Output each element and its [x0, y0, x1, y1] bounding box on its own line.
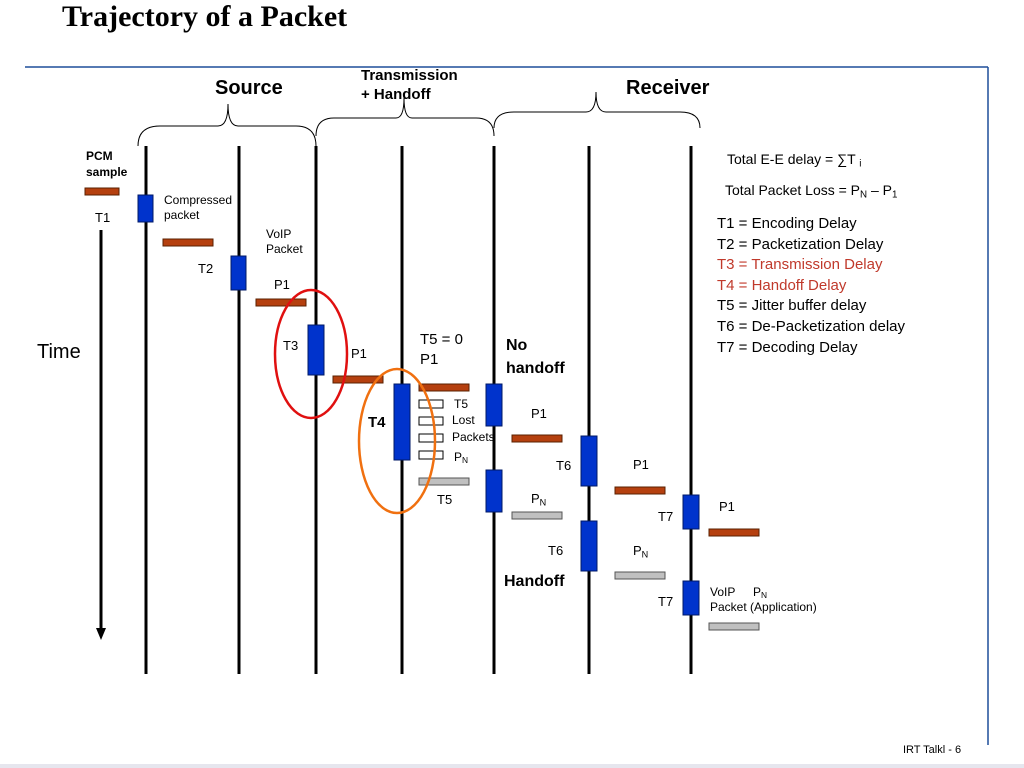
pcm-label-line2: sample	[86, 165, 128, 179]
lost-packet-3	[418, 433, 444, 443]
total-loss-formula: Total Packet Loss = PN – P1	[725, 182, 898, 201]
pn-label-b: PN	[531, 491, 547, 508]
jitter-buffer-box-b	[485, 469, 503, 513]
p1-label-b: P1	[351, 346, 367, 361]
depacketizer-box-a	[580, 435, 598, 487]
t5-zero-label: T5 = 0	[420, 331, 463, 348]
pn-label-c: PN	[633, 543, 649, 560]
voip-label-line2: Packet	[266, 242, 303, 256]
buffered-packet-pn	[511, 511, 563, 520]
packets-label: Packets	[452, 430, 495, 444]
no-handoff-label-line1: No	[506, 337, 528, 354]
encoder-box	[137, 194, 154, 223]
t7-label-b: T7	[658, 594, 674, 609]
depacketizer-box-b	[580, 520, 598, 572]
t3-label: T3	[283, 338, 299, 353]
decoder-box-a	[682, 494, 700, 530]
legend-t1: T1 = Encoding Delay	[717, 215, 857, 232]
source-header: Source	[215, 77, 283, 99]
handoff-label: Handoff	[504, 573, 565, 590]
legend-t6: T6 = De-Packetization delay	[717, 318, 906, 335]
pcm-sample-packet	[84, 187, 120, 196]
decoded-p1	[708, 528, 760, 537]
voip-app-label-line1: VoIP	[710, 585, 736, 599]
t5-label-a: T5	[454, 397, 469, 411]
pn-label-d: PN	[753, 585, 768, 601]
lost-label: Lost	[452, 413, 475, 427]
compressed-label-line2: packet	[164, 208, 200, 222]
transmission-header-line2: + Handoff	[361, 86, 431, 103]
depacketized-pn	[614, 571, 666, 580]
compressed-packet	[162, 238, 214, 247]
voip-label-line1: VoIP	[266, 227, 292, 241]
pcm-label-line1: PCM	[86, 149, 113, 163]
p1-label-d: P1	[531, 406, 547, 421]
legend-t5: T5 = Jitter buffer delay	[717, 297, 867, 314]
t4-label: T4	[368, 414, 386, 431]
t1-label: T1	[95, 210, 111, 225]
p1-label-e: P1	[633, 457, 649, 472]
transmit-box	[307, 324, 325, 376]
depacketized-p1	[614, 486, 666, 495]
t5-label-b: T5	[437, 492, 453, 507]
decoded-pn	[708, 622, 760, 631]
lost-packet-2	[418, 416, 444, 426]
lost-packet-4	[418, 450, 444, 460]
t2-label: T2	[198, 261, 214, 276]
t7-label-a: T7	[658, 509, 674, 524]
handoff-packet-pn	[418, 477, 470, 486]
voip-app-label-line2: Packet (Application)	[710, 600, 817, 614]
p1-label-f: P1	[719, 499, 735, 514]
voip-packet-p1	[255, 298, 307, 307]
transmission-delay-ellipse	[273, 288, 349, 420]
transmission-header-line1: Transmission	[361, 67, 458, 84]
p1-label-a: P1	[274, 277, 290, 292]
legend-t4: T4 = Handoff Delay	[717, 277, 847, 294]
pn-label-a: PN	[454, 450, 469, 466]
time-axis-label: Time	[37, 341, 81, 363]
receiver-header: Receiver	[626, 77, 710, 99]
t6-label-b: T6	[548, 543, 564, 558]
no-handoff-label-line2: handoff	[506, 360, 565, 377]
compressed-label-line1: Compressed	[164, 193, 233, 207]
jitter-buffer-box-a	[485, 383, 503, 427]
transmitted-packet-p1	[332, 375, 384, 384]
receiver-brace	[493, 91, 701, 129]
total-delay-formula: Total E-E delay = ∑T i	[727, 151, 862, 170]
legend-t3: T3 = Transmission Delay	[717, 256, 883, 273]
decoder-box-b	[682, 580, 700, 616]
legend-t7: T7 = Decoding Delay	[717, 339, 858, 356]
no-handoff-packet-p1	[418, 383, 470, 392]
transmission-brace	[315, 97, 495, 137]
handoff-box	[393, 383, 411, 461]
handoff-delay-ellipse	[357, 367, 437, 515]
t6-label-a: T6	[556, 458, 572, 473]
p1-label-c: P1	[420, 351, 439, 368]
packetizer-box	[230, 255, 247, 291]
source-brace	[137, 103, 317, 147]
slide-title: Trajectory of a Packet	[62, 0, 348, 33]
legend-t2: T2 = Packetization Delay	[717, 236, 884, 253]
slide-footer: IRT Talkl - 6	[903, 744, 962, 756]
buffered-packet-p1	[511, 434, 563, 443]
time-arrow-head	[96, 628, 106, 640]
